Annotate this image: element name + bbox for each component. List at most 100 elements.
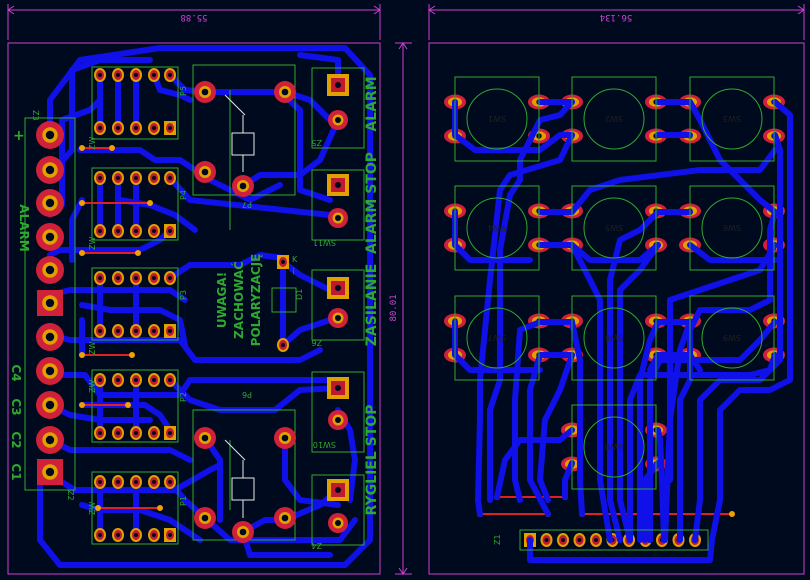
out-pad-7-hole <box>335 417 341 423</box>
dip-2-bot-3-hole <box>152 329 156 333</box>
ref-p4: P4 <box>179 190 188 200</box>
ref-z4: Z4 <box>311 541 322 550</box>
dip-4-top-1-hole <box>116 480 120 484</box>
dip-1-top-0-hole <box>98 176 102 180</box>
out-pad-9-hole <box>335 520 341 526</box>
dip-4-top-0-hole <box>98 480 102 484</box>
relay-pad-0-hole <box>201 88 209 96</box>
dip-3-bot-2-hole <box>134 431 138 435</box>
relay-pad-8-hole <box>239 528 247 536</box>
z3-pad-8-hole <box>45 400 55 410</box>
label-sw1: SW1 <box>488 114 506 123</box>
dip-3-bot-1-hole <box>116 431 120 435</box>
label-sw7: SW7 <box>488 333 506 342</box>
z3-pad-9-hole <box>45 435 55 445</box>
dip-4-top-4-hole <box>168 480 172 484</box>
out-pad-hole-8 <box>335 487 341 493</box>
dip-3-top-1-hole <box>116 378 120 382</box>
dip-3-top-2-hole <box>134 378 138 382</box>
dip-0-top-1-hole <box>116 73 120 77</box>
relay-pad-3-hole <box>239 182 247 190</box>
diode-pad-top-hole <box>281 260 285 264</box>
diode-pad-bottom-hole <box>281 343 285 347</box>
height-dimension: 80.01 <box>389 294 399 321</box>
z3-pad-7-hole <box>45 366 55 376</box>
label-sw2: SW2 <box>605 114 623 123</box>
label-zasilanie: ZASILANIE <box>364 264 380 347</box>
warning-line-1: UWAGA! <box>215 272 229 328</box>
dip-1-bot-2-hole <box>134 229 138 233</box>
reference-designators: Z3 Z2 P5 P4 P3 P2 P1 P6 P7 Z5 Z6 Z4 D1 S… <box>31 86 336 550</box>
ref-zw-5: ZW <box>88 502 97 515</box>
warning-line-2: ZACHOWAĆ <box>231 261 246 339</box>
dip-2-bot-0-hole <box>98 329 102 333</box>
z1-pin-3-hole <box>577 538 582 542</box>
relay-coils <box>224 94 255 518</box>
label-c2: C2 <box>9 431 23 448</box>
label-sw0: SW0 <box>605 442 623 451</box>
dip-4-top-3-hole <box>152 480 156 484</box>
relay-pad-1-hole <box>281 88 289 96</box>
dip-0-top-0-hole <box>98 73 102 77</box>
z3-pad-3-hole <box>45 232 55 242</box>
polarity-warning: UWAGA! ZACHOWAĆ POLARYZACJĘ <box>215 254 263 347</box>
z3-pad-2-hole <box>45 198 55 208</box>
dip-0-bot-4-hole <box>168 126 172 130</box>
ref-d1: D1 <box>295 289 304 300</box>
dip-1-bot-1-hole <box>116 229 120 233</box>
dip-2-top-3-hole <box>152 276 156 280</box>
left-board-traces <box>37 45 373 568</box>
relay-pad-5-hole <box>281 434 289 442</box>
relay-pad-4-hole <box>201 434 209 442</box>
dip-2-top-0-hole <box>98 276 102 280</box>
ref-p1: P1 <box>179 496 188 506</box>
label-sw4: SW4 <box>488 223 506 232</box>
right-board-silkscreen <box>454 76 775 551</box>
ref-z5: Z5 <box>311 138 322 147</box>
relay-pad-7-hole <box>281 514 289 522</box>
z3-pad-5-hole <box>45 298 55 308</box>
dip-2-top-4-hole <box>168 276 172 280</box>
z1-pin-1-hole <box>544 538 549 542</box>
z1-pin-2-hole <box>561 538 565 542</box>
ref-z6: Z6 <box>311 338 322 347</box>
out-pad-1-hole <box>335 117 341 123</box>
ref-z3: Z3 <box>31 110 40 121</box>
label-c4: C4 <box>9 364 23 381</box>
z3-pad-4-hole <box>45 265 55 275</box>
ref-p3: P3 <box>179 290 188 300</box>
warning-line-3: POLARYZACJĘ <box>249 254 263 347</box>
ref-p5: P5 <box>179 86 188 96</box>
dip-3-top-3-hole <box>152 378 156 382</box>
dip-4-bot-3-hole <box>152 533 156 537</box>
dip-4-bot-2-hole <box>134 533 138 537</box>
left-board-outline <box>7 42 381 575</box>
dip-1-top-2-hole <box>134 176 138 180</box>
right-board-traces <box>452 99 793 563</box>
ref-p2: P2 <box>179 392 188 402</box>
ref-zw-2: ZW <box>88 237 97 250</box>
label-sw6: SW6 <box>723 223 741 232</box>
dimension-lines <box>7 4 805 575</box>
dip-2-bot-1-hole <box>116 329 120 333</box>
dip-1-top-3-hole <box>152 176 156 180</box>
z3-pad-0-hole <box>45 130 55 140</box>
jumper-ends <box>79 145 735 517</box>
dip-0-top-4-hole <box>168 73 172 77</box>
ref-zw-3: ZW <box>88 342 97 355</box>
dip-0-bot-0-hole <box>98 126 102 130</box>
dip-1-bot-4-hole <box>168 229 172 233</box>
dip-2-bot-2-hole <box>134 329 138 333</box>
dip-1-bot-3-hole <box>152 229 156 233</box>
dip-4-bot-0-hole <box>98 533 102 537</box>
relay-pad-6-hole <box>201 514 209 522</box>
dip-0-top-3-hole <box>152 73 156 77</box>
out-pad-5-hole <box>335 315 341 321</box>
label-connector-alarm: ALARM <box>17 204 31 251</box>
right-board-outline <box>428 42 805 575</box>
z3-pad-1-hole <box>45 165 55 175</box>
ref-p6: P6 <box>242 390 252 399</box>
out-pad-3-hole <box>335 215 341 221</box>
diode-mark-minus: — <box>289 267 298 275</box>
label-c3: C3 <box>9 398 23 415</box>
